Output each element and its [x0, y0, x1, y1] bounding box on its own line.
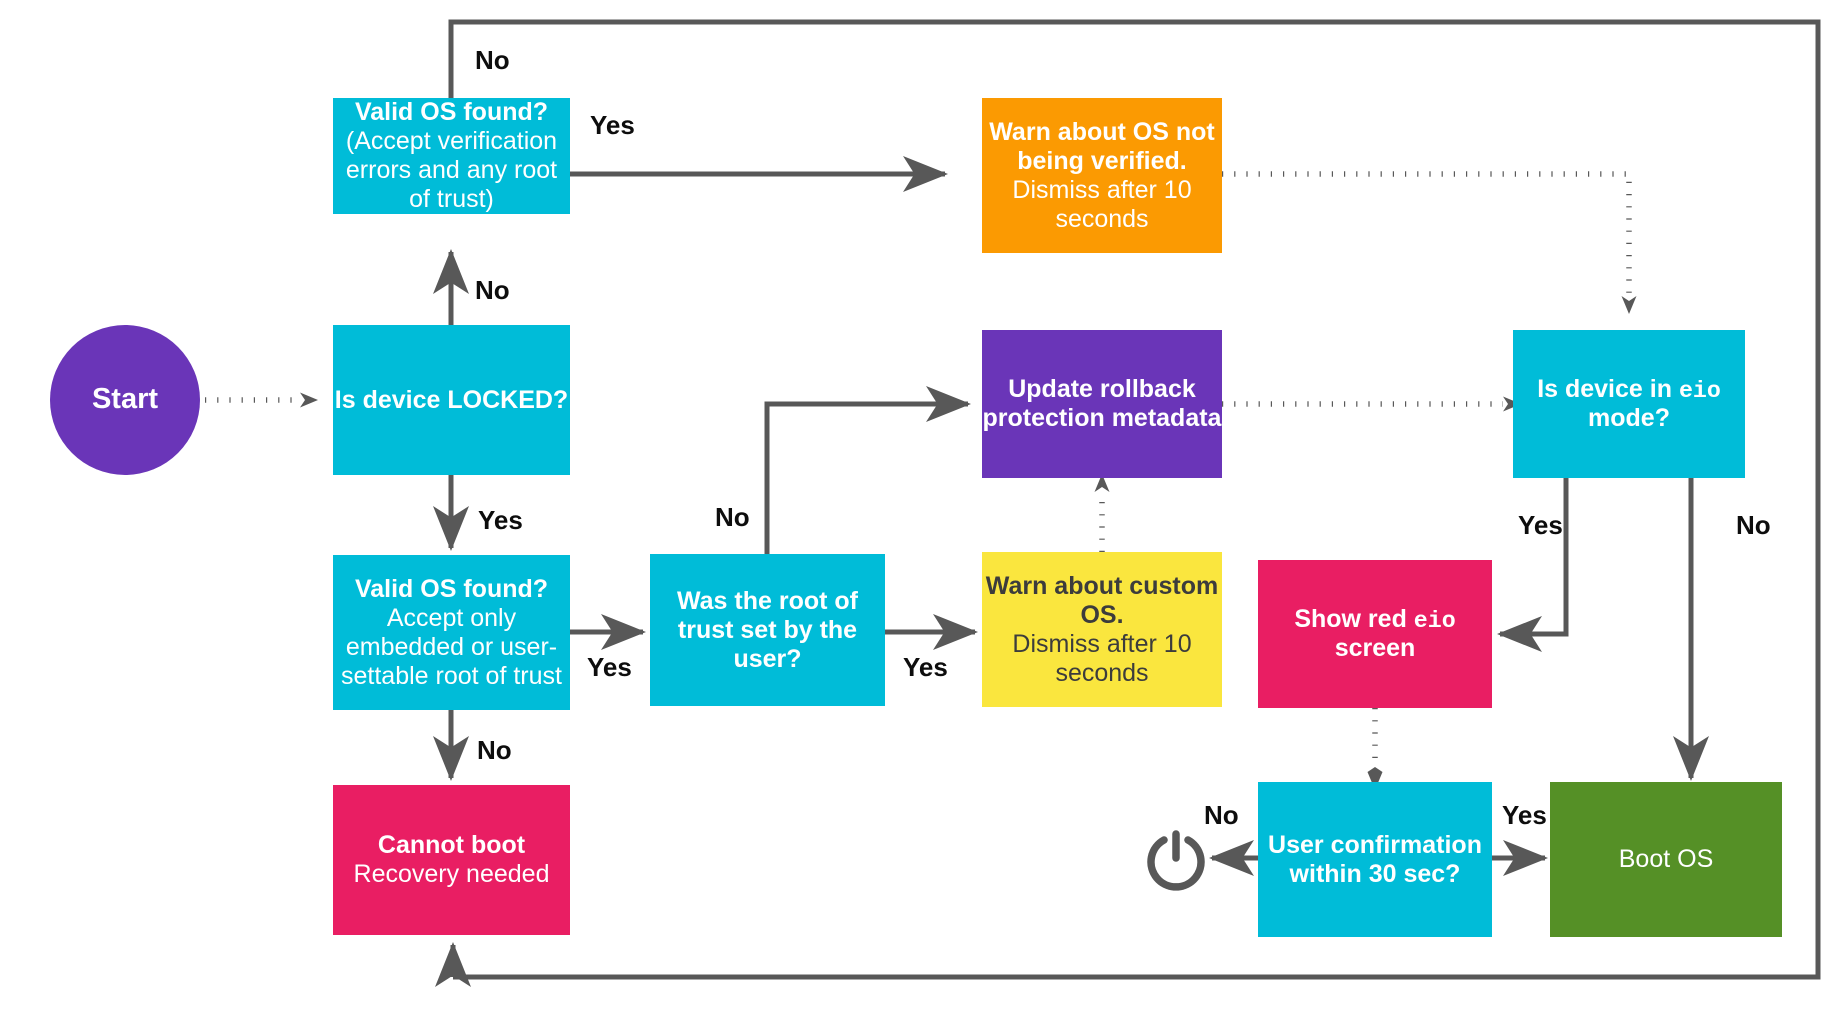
arrowhead-start-locked [300, 392, 318, 408]
label-locked-no-top: No [475, 45, 510, 75]
edge-eio-yes [1496, 478, 1569, 652]
node-warn-custom-os[interactable]: Warn about custom OS. Dismiss after 10 s… [982, 552, 1222, 707]
node-update-rollback-title: Update rollback protection metadata [982, 375, 1222, 432]
node-cannot-boot[interactable]: Cannot boot Recovery needed [333, 785, 570, 935]
node-valid-os-unlocked-subtitle: (Accept verification errors and any root… [345, 127, 558, 213]
node-valid-os-locked[interactable]: Valid OS found? Accept only embedded or … [333, 555, 570, 710]
node-warn-custom-os-title: Warn about custom OS. [985, 571, 1219, 629]
node-show-red-eio[interactable]: Show red eio screen [1258, 560, 1492, 708]
node-warn-unverified-title: Warn about OS not being verified. [989, 117, 1215, 175]
label-root-no: No [715, 502, 750, 532]
eio-title-mono: eio [1678, 377, 1721, 404]
node-cannot-boot-title: Cannot boot [377, 831, 526, 859]
arrowhead-warn-eio [1621, 296, 1637, 314]
red-eio-title-pre: Show red [1294, 604, 1414, 633]
node-start-label: Start [91, 383, 159, 416]
node-cannot-boot-subtitle: Recovery needed [353, 860, 550, 888]
node-root-of-trust-user[interactable]: Was the root of trust set by the user? [650, 554, 885, 706]
node-warn-custom-os-subtitle: Dismiss after 10 seconds [1012, 629, 1192, 687]
label-valid-unlocked-yes: Yes [590, 110, 635, 140]
node-start[interactable]: Start [50, 325, 200, 475]
node-boot-os-title: Boot OS [1618, 845, 1714, 873]
node-is-device-locked-title: Is device LOCKED? [334, 385, 569, 414]
node-valid-os-locked-title: Valid OS found? [354, 574, 549, 603]
red-eio-title-post: screen [1334, 634, 1416, 663]
node-root-of-trust-user-title: Was the root of trust set by the user? [676, 586, 858, 673]
node-show-red-eio-title: Show red eio screen [1258, 605, 1492, 664]
edge-outer-loop [448, 19, 1821, 980]
arrowhead-rollback-eio [1503, 396, 1521, 412]
node-valid-os-unlocked-title: Valid OS found? [354, 98, 549, 126]
node-is-device-locked[interactable]: Is device LOCKED? [333, 325, 570, 475]
node-boot-os[interactable]: Boot OS [1550, 782, 1782, 937]
label-eio-yes: Yes [1518, 510, 1563, 540]
node-warn-unverified-subtitle: Dismiss after 10 seconds [1012, 175, 1192, 233]
node-warn-unverified[interactable]: Warn about OS not being verified. Dismis… [982, 98, 1222, 253]
node-valid-os-unlocked[interactable]: Valid OS found? (Accept verification err… [333, 98, 570, 214]
label-valid-locked-yes: Yes [587, 652, 632, 682]
power-off-icon [1143, 826, 1209, 892]
arrowhead-warncustom-rollback [1094, 474, 1110, 492]
node-user-confirmation[interactable]: User confirmation within 30 sec? [1258, 782, 1492, 937]
node-user-confirmation-title: User confirmation within 30 sec? [1268, 830, 1482, 888]
label-eio-no: No [1736, 510, 1771, 540]
node-update-rollback[interactable]: Update rollback protection metadata [982, 330, 1222, 478]
label-confirm-no: No [1204, 800, 1239, 830]
red-eio-title-mono: eio [1413, 607, 1456, 634]
edge-root-no [764, 386, 972, 554]
node-valid-os-locked-subtitle: Accept only embedded or user-settable ro… [341, 603, 562, 690]
node-is-device-eio-title: Is device in eio mode? [1513, 375, 1745, 434]
label-locked-yes: Yes [478, 505, 523, 535]
label-confirm-yes: Yes [1502, 800, 1547, 830]
arrowhead-redeio-confirm [1367, 767, 1383, 790]
eio-title-pre: Is device in [1537, 374, 1679, 403]
power-off-glyph [1147, 830, 1205, 891]
label-locked-no-loop: No [475, 275, 510, 305]
eio-title-post: mode? [1588, 404, 1670, 433]
node-is-device-eio[interactable]: Is device in eio mode? [1513, 330, 1745, 478]
edge-warn-to-eio-dotted [1222, 171, 1632, 296]
label-root-yes: Yes [903, 652, 948, 682]
label-valid-locked-no: No [477, 735, 512, 765]
